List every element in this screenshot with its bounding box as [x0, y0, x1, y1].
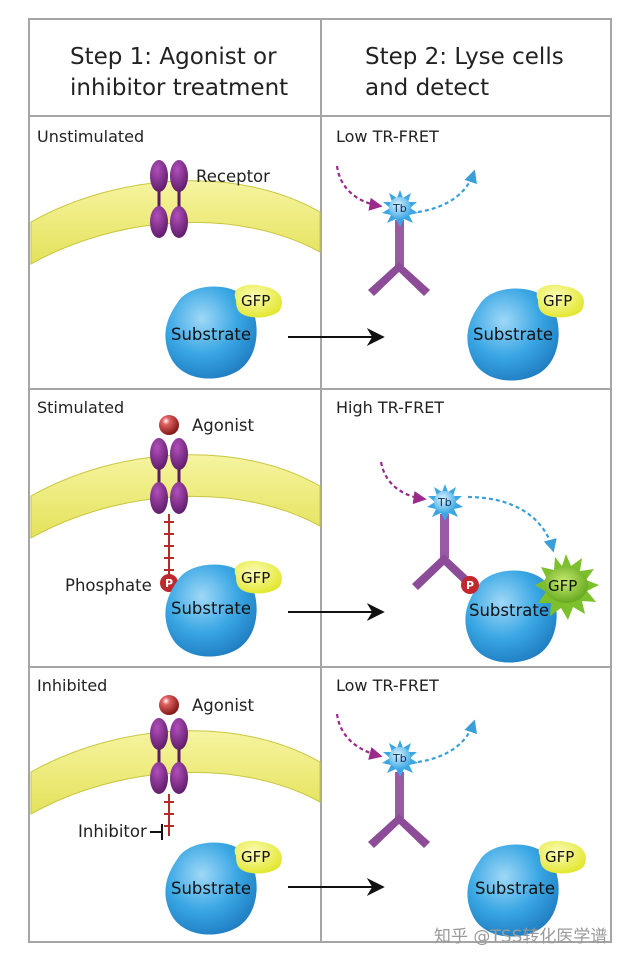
agonist-label: Agonist — [192, 696, 254, 715]
detect-gfp-label: GFP — [548, 577, 577, 595]
tb-label: Tb — [437, 496, 452, 509]
step2-header-line2: and detect — [365, 75, 489, 101]
detect-substrate-label: Substrate — [469, 601, 549, 620]
emission-arrow — [467, 495, 557, 553]
phosphate-p-label: P — [165, 577, 173, 590]
gfp-label: GFP — [241, 848, 270, 866]
substrate-label: Substrate — [171, 879, 251, 898]
row-inhibited: Agonist Inhibitor Substrate GFP — [30, 695, 586, 937]
readout-label-high: High TR-FRET — [336, 398, 444, 417]
emission-arrow — [417, 719, 477, 764]
gfp-label: GFP — [241, 292, 270, 310]
terbium-donor: Tb — [382, 740, 418, 777]
terbium-donor: Tb — [382, 190, 418, 227]
receptor — [150, 160, 188, 238]
readout-label-low-2: Low TR-FRET — [336, 676, 439, 695]
substrate: Substrate — [165, 842, 257, 935]
detect-substrate: Substrate — [467, 288, 559, 381]
detect-gfp-label: GFP — [543, 292, 572, 310]
step1-header-line1: Step 1: Agonist or — [70, 44, 277, 70]
detect-substrate: Substrate — [467, 844, 559, 937]
terbium-donor: Tb — [427, 484, 463, 521]
tb-label: Tb — [392, 752, 407, 765]
tb-label: Tb — [392, 202, 407, 215]
detect-substrate-label: Substrate — [473, 325, 553, 344]
detect-substrate: Substrate — [465, 570, 557, 663]
excitation-arrow — [335, 713, 383, 760]
antibody — [368, 220, 430, 296]
gfp-acceptor-emitting: GFP — [535, 554, 599, 620]
row-stimulated: Agonist P Phosphate Substrate GFP — [30, 415, 599, 663]
emission-arrow — [417, 169, 477, 214]
substrate: Substrate — [165, 564, 257, 657]
detect-gfp-label: GFP — [545, 848, 574, 866]
detect-gfp-tag: GFP — [536, 284, 584, 318]
gfp-tag: GFP — [234, 560, 282, 594]
inhibitor-block — [150, 824, 163, 840]
excitation-arrow — [335, 165, 383, 211]
watermark: 知乎 @TSS转化医学谱 — [434, 927, 607, 947]
detect-gfp-tag: GFP — [538, 840, 586, 874]
table-grid — [28, 18, 612, 943]
substrate-label: Substrate — [171, 325, 251, 344]
readout-label-low-1: Low TR-FRET — [336, 127, 439, 146]
row-label-inhibited: Inhibited — [37, 676, 107, 695]
antibody — [368, 772, 430, 848]
receptor — [150, 438, 188, 514]
receptor — [150, 718, 188, 794]
gfp-tag: GFP — [234, 840, 282, 874]
agonist — [159, 415, 179, 435]
step1-header-line2: inhibitor treatment — [70, 75, 288, 101]
detect-phosphate: P — [461, 576, 479, 594]
phosphate-label: Phosphate — [65, 576, 152, 595]
receptor-label: Receptor — [196, 167, 270, 186]
inhibitor-label: Inhibitor — [78, 822, 147, 841]
detect-substrate-label: Substrate — [475, 879, 555, 898]
substrate-label: Substrate — [171, 599, 251, 618]
excitation-arrow — [379, 461, 427, 505]
row-unstimulated: Receptor Substrate GFP Tb Substrate G — [30, 160, 584, 381]
detect-phosphate-p-label: P — [466, 579, 474, 592]
substrate: Substrate — [165, 286, 257, 379]
agonist — [159, 695, 179, 715]
row-label-stimulated: Stimulated — [37, 398, 124, 417]
row-label-unstimulated: Unstimulated — [37, 127, 144, 146]
signaling-chain — [164, 794, 174, 836]
gfp-label: GFP — [241, 569, 270, 587]
signaling-chain — [164, 514, 174, 576]
gfp-tag: GFP — [234, 284, 282, 318]
agonist-label: Agonist — [192, 416, 254, 435]
step2-header-line1: Step 2: Lyse cells — [365, 44, 564, 70]
